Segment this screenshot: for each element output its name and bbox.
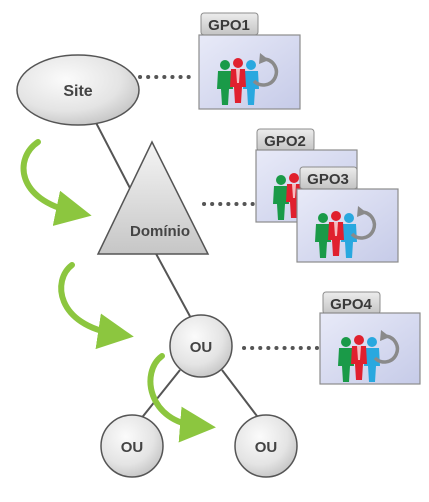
ou-top-label: OU [190, 339, 213, 356]
ou-node-left: OU [100, 414, 164, 478]
domain-label: Domínio [130, 223, 190, 240]
site-node: Site [16, 54, 140, 126]
ou-node-top: OU [169, 314, 233, 378]
gpo-links [138, 75, 320, 350]
ou-node-right: OU [234, 414, 298, 478]
ou-right-label: OU [255, 439, 278, 456]
domain-node: Domínio [96, 140, 210, 255]
gpo3-label: GPO3 [307, 171, 349, 188]
inheritance-arrow-site-domain [20, 139, 92, 226]
gpo4-card: GPO4 [319, 291, 421, 385]
site-label: Site [63, 83, 92, 100]
hierarchy-lines [91, 114, 261, 421]
inheritance-arrow-ou-children [147, 353, 216, 443]
gpo4-label: GPO4 [330, 296, 372, 313]
gpo3-card: GPO3 [296, 166, 399, 263]
ou-left-label: OU [121, 439, 144, 456]
gpo2-label: GPO2 [264, 133, 306, 150]
inheritance-arrow-domain-ou [58, 262, 134, 350]
gpo1-card: GPO1 [198, 12, 301, 110]
gpo1-label: GPO1 [208, 17, 250, 34]
inheritance-arrows [20, 139, 216, 443]
